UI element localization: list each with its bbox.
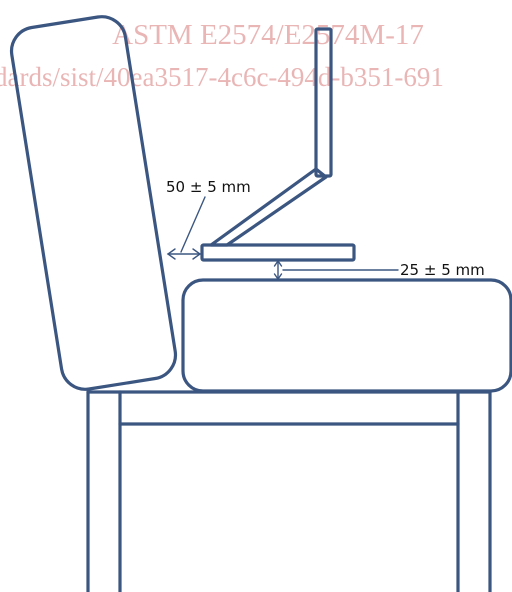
chair-frame — [86, 390, 492, 592]
watermark-url: dards/sist/40ea3517-4c6c-494d-b351-691 — [0, 62, 444, 92]
fixture-vertical-plate — [314, 27, 333, 178]
seat-gap-label: 25 ± 5 mm — [400, 261, 485, 279]
seat-cushion — [181, 278, 512, 393]
seat-gap-dimension — [273, 259, 399, 281]
watermark-standard: ASTM E2574/E2574M-17 — [112, 19, 424, 51]
backrest-gap-dimension — [166, 196, 206, 260]
backrest-gap-leader — [180, 196, 206, 253]
fixture-base-plate — [200, 243, 356, 262]
backrest-cushion — [9, 15, 178, 391]
backrest-gap-label: 50 ± 5 mm — [166, 178, 251, 196]
